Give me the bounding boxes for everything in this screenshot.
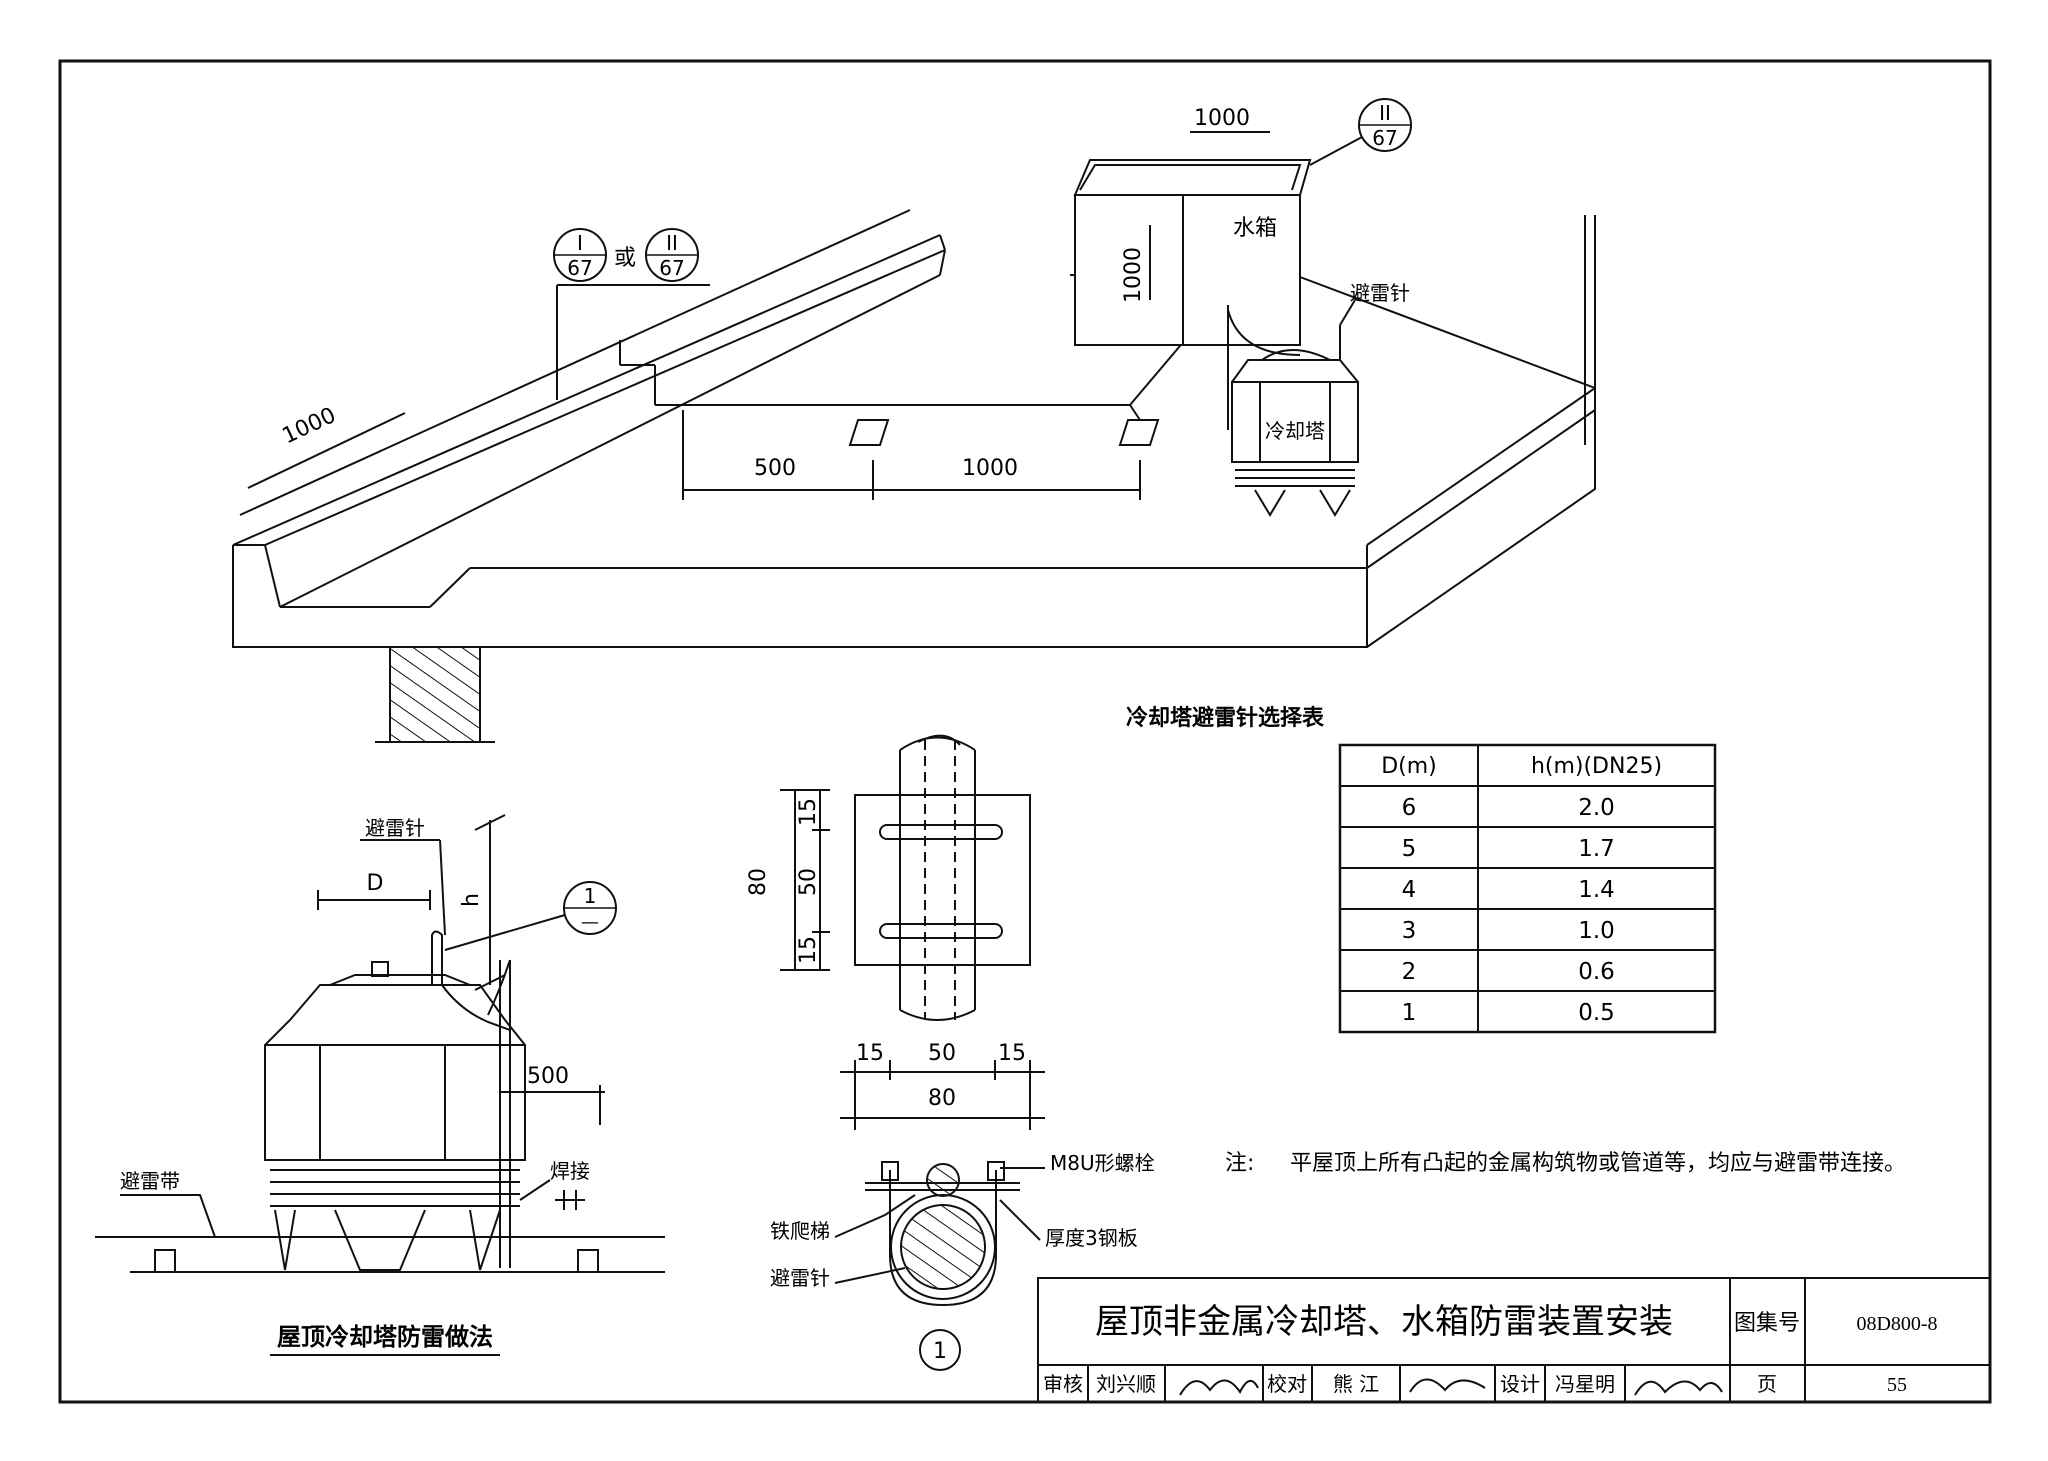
title-block-check-label: 校对 [1267, 1372, 1307, 1396]
side-label-lightning-rod: 避雷针 [365, 816, 425, 840]
detail-label-plate: 厚度3钢板 [1045, 1226, 1138, 1250]
detail-dim-80-horizontal: 80 [928, 1086, 956, 1111]
title-block-atlas-number: 08D800-8 [1856, 1313, 1937, 1335]
detail-dim-50-horizontal: 50 [928, 1041, 956, 1066]
ref-1-denominator: — [581, 912, 599, 933]
table-header-D: D(m) [1381, 754, 1437, 779]
structural-column [389, 646, 481, 743]
detail-dim-15-top: 15 [796, 798, 821, 826]
note-label: 注: [1225, 1151, 1254, 1176]
title-block-atlas-label: 图集号 [1734, 1311, 1800, 1336]
table-cell-D: 2 [1402, 959, 1417, 985]
table-title: 冷却塔避雷针选择表 [1126, 705, 1325, 731]
title-block-title: 屋顶非金属冷却塔、水箱防雷装置安装 [1095, 1302, 1673, 1342]
title-block-page-number: 55 [1887, 1374, 1907, 1396]
table-cell-h: 1.0 [1578, 918, 1615, 944]
table-cell-D: 4 [1402, 877, 1417, 903]
detail-ref-II-67: II 67 [645, 228, 699, 282]
roof-isometric-view [232, 129, 1596, 743]
dim-500: 500 [754, 456, 796, 481]
title-block-review-label: 审核 [1043, 1372, 1083, 1396]
detail-label-ladder: 铁爬梯 [770, 1219, 830, 1243]
title-block-page-label: 页 [1757, 1372, 1777, 1396]
detail-dim-50-vertical: 50 [796, 868, 821, 896]
table-cell-h: 1.7 [1578, 836, 1615, 862]
table-cell-D: 1 [1402, 1000, 1417, 1026]
ref-top-denominator: 67 [1372, 126, 1397, 150]
cooling-tower-side-view [95, 814, 665, 1273]
side-dim-500: 500 [527, 1064, 569, 1089]
side-dim-h: h [459, 893, 484, 907]
ref-top-numerator: II [1379, 101, 1391, 125]
ref-II-denominator: 67 [659, 256, 684, 280]
table-cell-D: 5 [1402, 836, 1417, 862]
title-block-check-name: 熊 江 [1333, 1372, 1379, 1396]
title-block [1037, 1277, 1991, 1403]
water-tank [1073, 159, 1312, 346]
label-lightning-rod-iso: 避雷针 [1350, 281, 1410, 305]
table-cell-h: 2.0 [1578, 795, 1615, 821]
detail-dim-15-left: 15 [856, 1041, 884, 1066]
table-cell-h: 0.5 [1578, 1000, 1615, 1026]
table-frame [1338, 743, 1717, 1034]
detail-ref-I-67: I 67 [553, 228, 607, 282]
selection-table: D(m) h(m)(DN25) 6 2.0 5 1.7 4 1.4 3 1.0 2 0.6 1 0.5 [1338, 743, 1717, 1034]
detail-ref-1-side: 1 — [563, 881, 617, 935]
table-cell-D: 6 [1402, 795, 1417, 821]
ref-II-numerator: II [666, 231, 678, 255]
ref-or-label: 或 [614, 246, 636, 271]
title-block-review-name: 刘兴顺 [1096, 1372, 1156, 1396]
title-block-design-label: 设计 [1500, 1372, 1540, 1396]
table-cell-D: 3 [1402, 918, 1417, 944]
detail-number-1-text: 1 [933, 1339, 947, 1364]
label-cooling-tower: 冷却塔 [1265, 419, 1325, 443]
ref-I-numerator: I [577, 231, 583, 255]
dim-1000-bottom: 1000 [962, 456, 1018, 481]
detail-label-bolt: M8U形螺栓 [1050, 1151, 1155, 1175]
detail-number-1: 1 [919, 1329, 961, 1371]
table-cell-h: 0.6 [1578, 959, 1615, 985]
dim-1000-tank-vertical: 1000 [1121, 247, 1146, 303]
side-label-lightning-belt: 避雷带 [120, 1169, 180, 1193]
table-cell-h: 1.4 [1578, 877, 1615, 903]
table-header-h: h(m)(DN25) [1531, 754, 1662, 779]
side-dim-D: D [367, 871, 384, 896]
cooling-tower-iso [1227, 305, 1359, 517]
detail-dim-15-right: 15 [998, 1041, 1026, 1066]
detail-ref-II-67-top: II 67 [1358, 98, 1412, 152]
detail-dim-15-bottom: 15 [796, 936, 821, 964]
title-block-design-name: 冯星明 [1555, 1372, 1615, 1396]
dim-1000-top: 1000 [1194, 106, 1250, 131]
detail-dim-80-vertical: 80 [746, 868, 771, 896]
ref-1-numerator: 1 [584, 884, 597, 908]
label-water-tank: 水箱 [1233, 216, 1277, 241]
ref-I-denominator: 67 [567, 256, 592, 280]
sheet-border [58, 59, 1992, 1404]
side-caption: 屋顶冷却塔防雷做法 [277, 1323, 493, 1351]
side-label-weld: 焊接 [550, 1159, 590, 1183]
detail-1-clamp [780, 734, 1045, 1307]
detail-label-rod: 避雷针 [770, 1266, 830, 1290]
note-text: 平屋顶上所有凸起的金属构筑物或管道等，均应与避雷带连接。 [1290, 1151, 1906, 1176]
dim-1000-parapet: 1000 [279, 403, 340, 449]
